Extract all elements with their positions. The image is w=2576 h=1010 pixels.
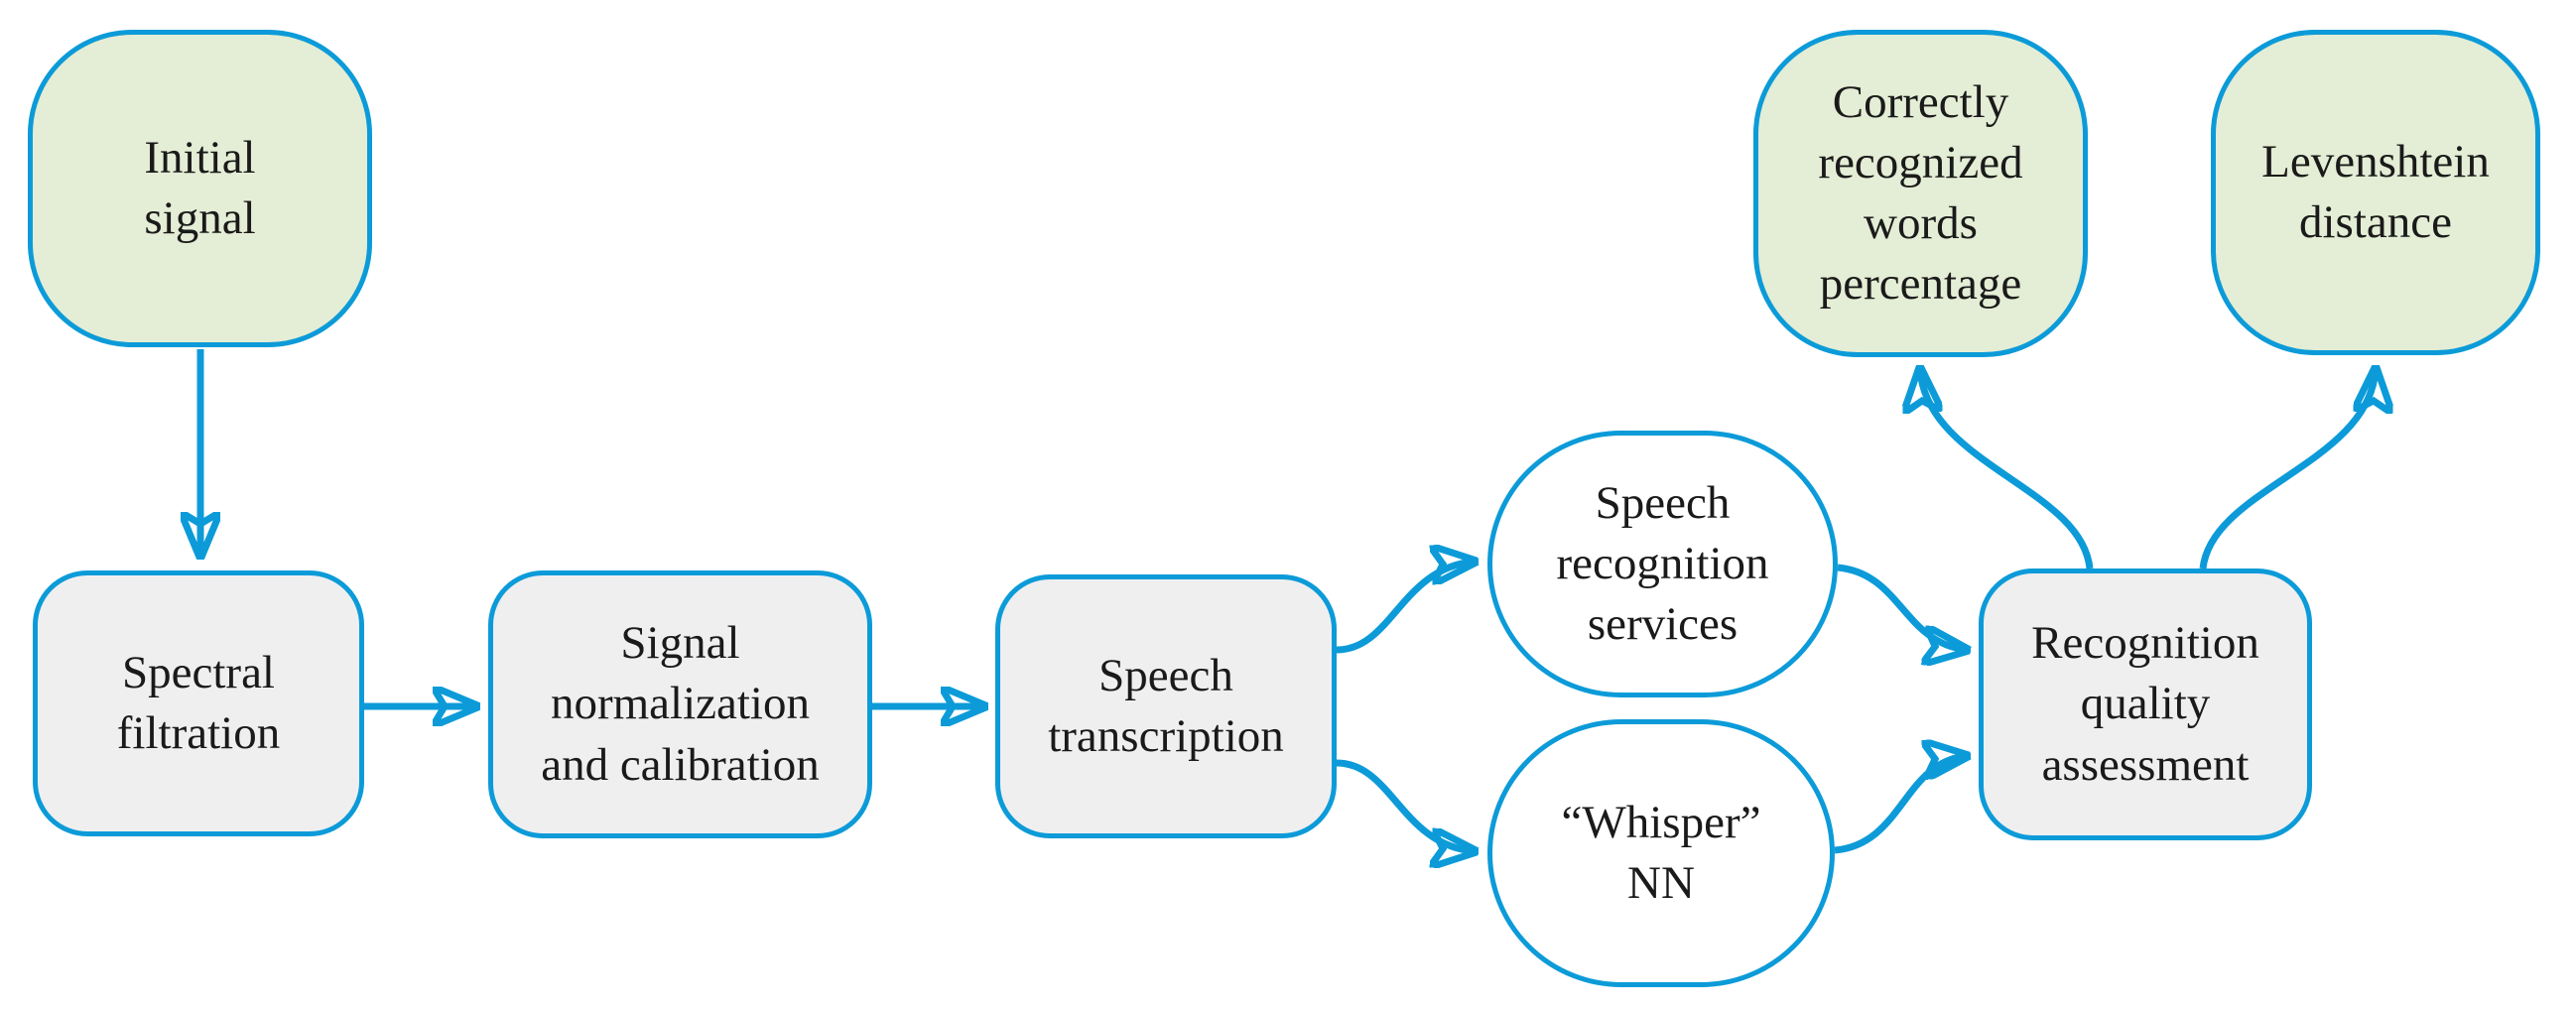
node-spectral-filtration-label: Spectral filtration — [116, 646, 281, 759]
node-speech-transcription-label: Speech transcription — [1048, 649, 1284, 762]
node-signal-normalization: Signal normalization and calibration — [488, 570, 872, 838]
edge-recognition-quality-to-levenshtein-distance — [2199, 369, 2376, 569]
edge-speech-transcription-to-speech-recognition-services — [1336, 562, 1475, 654]
node-whisper-nn-label: “Whisper” NN — [1561, 796, 1761, 909]
edge-whisper-nn-to-recognition-quality — [1834, 756, 1967, 854]
node-recognition-quality-assessment: Recognition quality assessment — [1979, 568, 2312, 840]
node-signal-normalization-label: Signal normalization and calibration — [541, 617, 820, 791]
node-correctly-recognized-words-percentage: Correctly recognized words percentage — [1753, 30, 2088, 357]
node-spectral-filtration: Spectral filtration — [33, 570, 364, 836]
node-levenshtein-distance-label: Levenshtein distance — [2261, 135, 2490, 248]
node-recognition-quality-assessment-label: Recognition quality assessment — [2031, 617, 2259, 791]
edge-speech-transcription-to-whisper-nn — [1336, 759, 1475, 851]
edge-speech-recognition-services-to-recognition-quality — [1837, 564, 1967, 650]
node-initial-signal-label: Initial signal — [144, 131, 256, 244]
node-speech-transcription: Speech transcription — [995, 574, 1337, 838]
node-speech-recognition-services: Speech recognition services — [1487, 431, 1838, 697]
node-correctly-recognized-words-percentage-label: Correctly recognized words percentage — [1818, 75, 2023, 311]
node-initial-signal: Initial signal — [28, 30, 372, 347]
node-speech-recognition-services-label: Speech recognition services — [1556, 476, 1769, 651]
edge-recognition-quality-to-correct-words-percentage — [1920, 369, 2094, 569]
node-levenshtein-distance: Levenshtein distance — [2211, 30, 2540, 355]
node-whisper-nn: “Whisper” NN — [1487, 719, 1835, 987]
